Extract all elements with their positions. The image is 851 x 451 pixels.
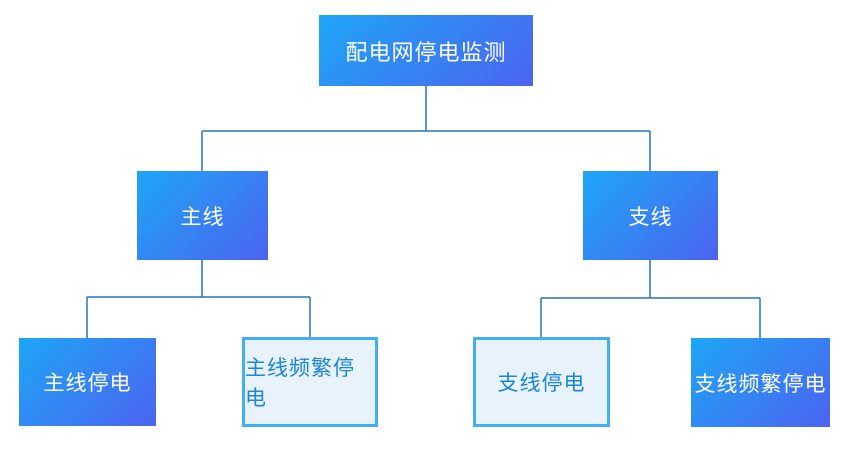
connector-branch-line-to-children (540, 260, 761, 338)
node-root[interactable]: 配电网停电监测 (319, 15, 533, 86)
node-branch-line-outage-label: 支线停电 (497, 372, 586, 395)
node-main-line[interactable]: 主线 (137, 171, 268, 260)
node-branch-line-frequent-outage[interactable]: 支线频繁停电 (691, 338, 830, 427)
node-main-line-label: 主线 (180, 205, 225, 229)
node-branch-line-outage[interactable]: 支线停电 (473, 337, 610, 427)
node-main-line-frequent-outage-label: 主线频繁停电 (245, 357, 355, 410)
node-branch-line[interactable]: 支线 (583, 171, 718, 260)
connector-root-to-level2 (201, 86, 651, 171)
node-branch-line-frequent-outage-label: 支线频繁停电 (694, 372, 827, 396)
node-main-line-frequent-outage[interactable]: 主线频繁停电 (242, 337, 378, 427)
node-branch-line-label: 支线 (628, 205, 673, 229)
node-root-label: 配电网停电监测 (345, 39, 507, 65)
connector-main-line-to-children (86, 260, 311, 338)
node-main-line-outage-label: 主线停电 (43, 372, 132, 395)
node-main-line-outage[interactable]: 主线停电 (19, 338, 156, 426)
